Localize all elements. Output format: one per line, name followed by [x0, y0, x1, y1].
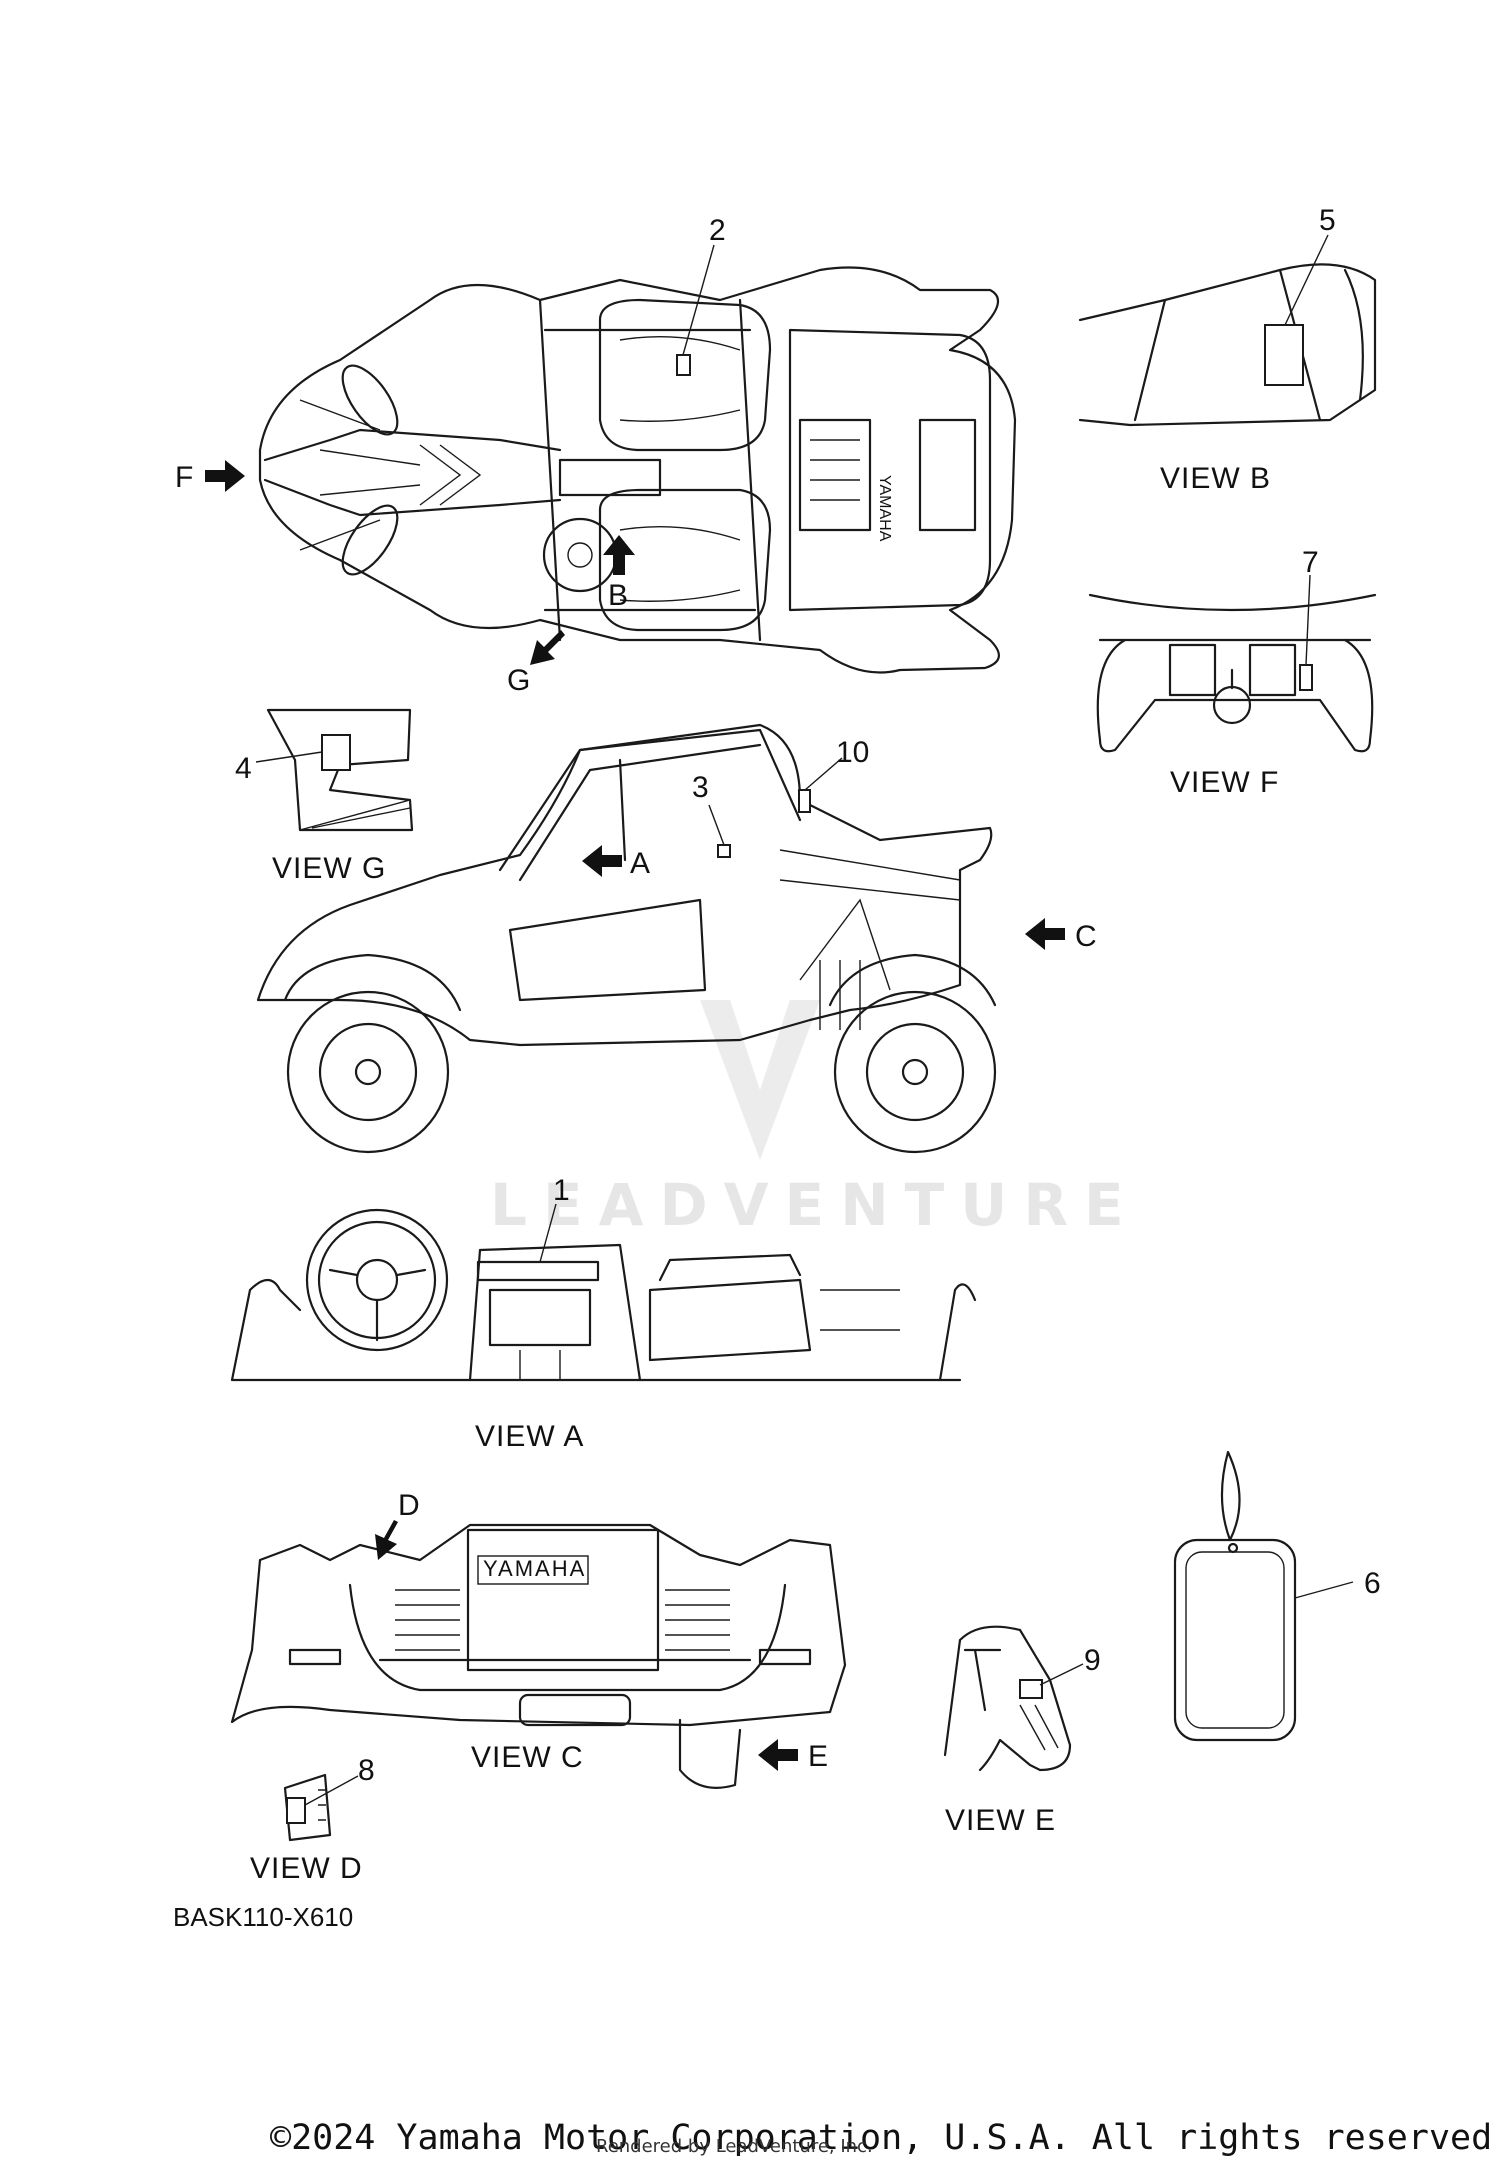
view-b-drawing: [1078, 263, 1377, 427]
label-4-marker: [321, 734, 351, 771]
watermark-text: LEADVENTURE: [490, 1171, 1140, 1239]
view-g-label: VIEW G: [272, 852, 386, 885]
label-3-marker: [717, 844, 731, 858]
rendered-by-notice: Rendered by LeadVenture, Inc.: [596, 2136, 873, 2157]
arrow-d: D: [375, 1489, 420, 1560]
label-10-marker: [798, 789, 811, 813]
arrow-f-label: F: [175, 461, 193, 494]
arrow-a: A: [582, 845, 650, 880]
arrow-c: C: [1025, 918, 1097, 953]
view-b-label: VIEW B: [1160, 462, 1271, 495]
view-e-label: VIEW E: [945, 1804, 1056, 1837]
item-6-hang-tag: [1173, 1450, 1297, 1742]
part-code: BASK110-X610: [173, 1902, 354, 1932]
callout-2: 2: [709, 214, 726, 247]
callout-1: 1: [553, 1174, 570, 1207]
view-d-drawing: [283, 1773, 332, 1842]
arrow-b-label: B: [608, 579, 628, 612]
arrow-d-label: D: [398, 1489, 420, 1522]
callout-6: 6: [1364, 1567, 1381, 1600]
arrow-e-label: E: [808, 1740, 828, 1773]
arrow-g-label: G: [507, 664, 530, 697]
arrow-f: F: [175, 460, 245, 494]
view-g-drawing: [266, 708, 414, 832]
watermark: LEADVENTURE: [490, 1000, 1140, 1239]
arrow-a-label: A: [630, 847, 650, 880]
callout-4: 4: [235, 752, 252, 785]
callout-9: 9: [1084, 1644, 1101, 1677]
callout-3: 3: [692, 771, 709, 804]
brand-text-top: YAMAHA: [876, 475, 893, 542]
arrow-b: B: [603, 535, 635, 612]
leader-lines: [255, 234, 1354, 1806]
view-c-drawing: YAMAHA: [230, 1523, 847, 1789]
label-8-marker: [286, 1797, 306, 1824]
callout-5: 5: [1319, 204, 1336, 237]
label-7-marker: [1299, 664, 1313, 691]
copyright-notice: ©2024 Yamaha Motor Corporation, U.S.A. A…: [270, 2118, 1500, 2158]
view-c-label: VIEW C: [471, 1741, 584, 1774]
callout-8: 8: [358, 1754, 375, 1787]
view-a-drawing: [230, 1208, 977, 1382]
callout-7: 7: [1302, 546, 1319, 579]
view-d-label: VIEW D: [250, 1852, 363, 1885]
label-5-marker: [1264, 324, 1304, 386]
view-f-label: VIEW F: [1170, 766, 1279, 799]
arrow-e: E: [758, 1739, 828, 1773]
arrow-g: G: [507, 630, 565, 697]
view-a-label: VIEW A: [475, 1420, 584, 1453]
brand-text-view-c: YAMAHA: [483, 1556, 586, 1581]
arrow-c-label: C: [1075, 920, 1097, 953]
view-f-drawing: [1088, 593, 1377, 753]
label-2-marker: [676, 354, 691, 376]
label-9-marker: [1019, 1679, 1043, 1699]
top-view-vehicle: YAMAHA: [258, 266, 1017, 674]
side-view-vehicle: [256, 723, 997, 1154]
view-e-drawing: [943, 1625, 1072, 1772]
callout-10: 10: [836, 736, 869, 769]
